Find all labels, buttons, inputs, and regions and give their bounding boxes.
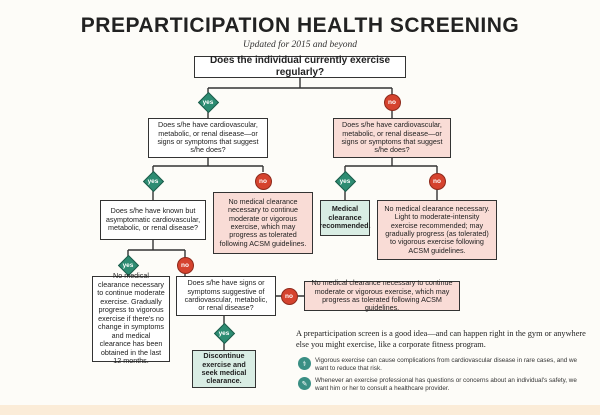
footer-band	[0, 405, 600, 415]
result-clearance-recommended: Medical clearance recommended.	[319, 200, 371, 236]
result-no-clearance-signs: No medical clearance necessary to contin…	[304, 278, 460, 312]
main-question-box: Does the individual currently exercise r…	[194, 55, 406, 78]
result-no-clearance-continue: No medical clearance necessary to contin…	[213, 192, 313, 254]
stethoscope-icon: ⚕	[298, 357, 311, 370]
no-label: no	[388, 99, 396, 106]
question-disease-nonexercisers: Does s/he have cardiovascular, metabolic…	[333, 118, 451, 158]
explanation-text: A preparticipation screen is a good idea…	[296, 329, 586, 350]
no-label: no	[433, 178, 441, 185]
result-no-clearance-light: No medical clearance necessary. Light to…	[377, 200, 497, 260]
clipboard-icon: ✎	[298, 377, 311, 390]
question-disease-exercisers: Does s/he have cardiovascular, metabolic…	[148, 118, 268, 158]
yes-label: yes	[339, 178, 351, 185]
question-signs-symptoms: Does s/he have signs or symptoms suggest…	[176, 276, 276, 316]
no-decision-icon	[281, 288, 298, 305]
no-decision-icon	[177, 257, 194, 274]
no-label: no	[259, 178, 267, 185]
result-discontinue-exercise: Discontinue exercise and seek medical cl…	[192, 350, 256, 388]
result-no-clearance-gradual: No medical clearance necessary to contin…	[92, 272, 170, 365]
no-label: no	[181, 262, 189, 269]
yes-label: yes	[218, 330, 230, 337]
page-title: PREPARTICIPATION HEALTH SCREENING	[80, 14, 520, 37]
no-decision-icon	[255, 173, 272, 190]
note-vigorous-exercise: Vigorous exercise can cause complication…	[315, 357, 578, 373]
yes-label: yes	[147, 178, 159, 185]
no-decision-icon	[384, 94, 401, 111]
note-consult-provider: Whenever an exercise professional has qu…	[315, 377, 577, 393]
yes-label: yes	[122, 262, 134, 269]
question-known-disease: Does s/he have known but asymptomatic ca…	[100, 200, 206, 240]
page-subtitle: Updated for 2015 and beyond	[243, 40, 357, 50]
no-label: no	[285, 293, 293, 300]
yes-label: yes	[202, 99, 214, 106]
no-decision-icon	[429, 173, 446, 190]
